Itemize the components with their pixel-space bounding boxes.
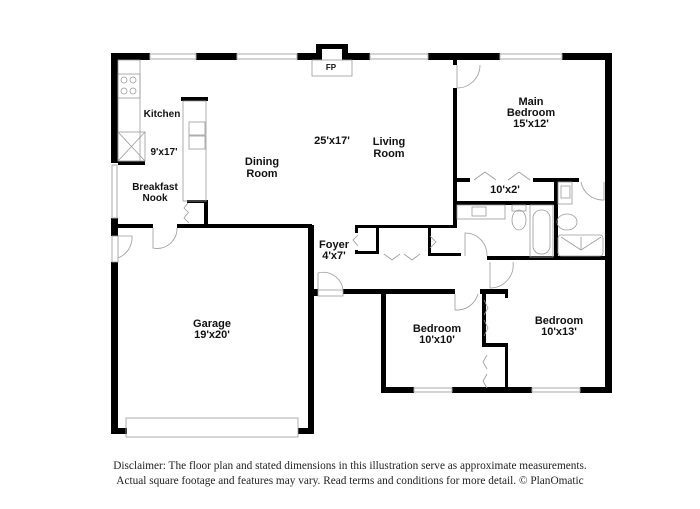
room-size-living-room: 25'x17' [314,135,350,147]
room-label-living-room: Living Room [373,136,405,160]
garage-size: 19'x20' [194,329,230,341]
disclaimer-line2: Actual square footage and features may v… [116,474,584,487]
living-room-line2: Room [373,148,405,160]
dining-room-line2: Room [246,168,278,180]
main-bedroom-line2: Bedroom [506,107,556,119]
disclaimer: Disclaimer: The floor plan and stated di… [0,459,700,488]
garage-name: Garage [193,318,231,330]
bedroom-10x10-name: Bedroom [412,323,462,335]
main-bedroom-line1: Main [518,96,544,108]
walls [111,44,612,434]
room-label-bedroom-10x10: Bedroom 10'x10' [413,324,461,346]
fireplace-label: FP [325,63,337,72]
breakfast-nook-line1: Breakfast [132,182,178,193]
room-label-foyer: Foyer 4'x7' [319,240,349,262]
bedroom-10x13-size: 10'x13' [541,326,577,338]
bedroom-10x13-name: Bedroom [534,315,584,327]
disclaimer-line1: Disclaimer: The floor plan and stated di… [113,460,587,472]
room-label-main-bedroom: Main Bedroom 15'x12' [507,97,555,130]
fixtures [111,59,605,438]
bedroom-10x10-size: 10'x10' [419,334,455,346]
room-label-bedroom-10x13: Bedroom 10'x13' [535,316,583,338]
main-bedroom-size: 15'x12' [513,118,549,130]
room-size-closet: 10'x2' [490,184,520,196]
room-size-kitchen: 9'x17' [150,147,178,158]
room-label-kitchen: Kitchen [143,109,181,120]
room-label-breakfast-nook: Breakfast Nook [132,182,178,204]
foyer-name: Foyer [319,239,349,251]
dining-room-line1: Dining [244,156,280,168]
room-label-dining-room: Dining Room [245,156,279,180]
living-room-line1: Living [372,136,406,148]
windows [111,53,581,393]
breakfast-nook-line2: Nook [142,193,168,204]
foyer-size: 4'x7' [322,250,346,262]
room-label-garage: Garage 19'x20' [193,319,231,341]
